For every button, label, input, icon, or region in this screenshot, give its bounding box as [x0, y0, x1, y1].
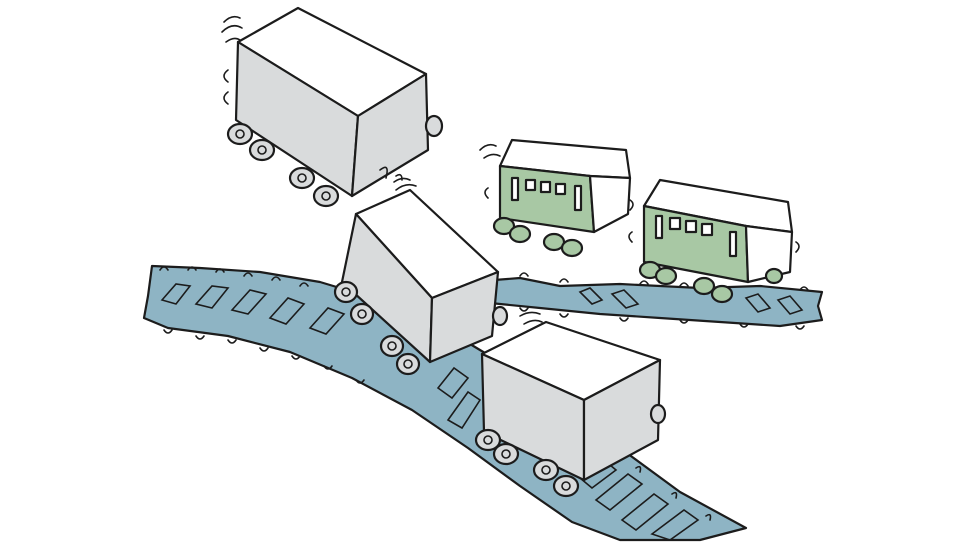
- passenger-car-windows: [654, 214, 738, 258]
- freight-car-side: [350, 72, 430, 198]
- freight-car-wheels: [226, 114, 444, 208]
- motion-lines: [479, 143, 501, 159]
- motion-lines: [519, 311, 543, 325]
- freight-car-side: [428, 270, 500, 364]
- passenger-car-end: [744, 224, 794, 284]
- freight-car-flying: [221, 6, 444, 208]
- straight-track: [466, 276, 824, 328]
- motion-lines: [393, 177, 417, 191]
- freight-car-bottom: [474, 311, 667, 498]
- passenger-car-windows: [510, 176, 583, 212]
- passenger-car-right: [628, 178, 800, 304]
- straight-track-gaps: [519, 272, 809, 330]
- freight-car-side: [582, 358, 662, 482]
- passenger-car-left: [479, 138, 634, 258]
- freight-car-tilted: [333, 177, 509, 376]
- straight-track-bed: [466, 276, 824, 328]
- motion-lines: [221, 15, 243, 43]
- passenger-car-end: [588, 174, 632, 234]
